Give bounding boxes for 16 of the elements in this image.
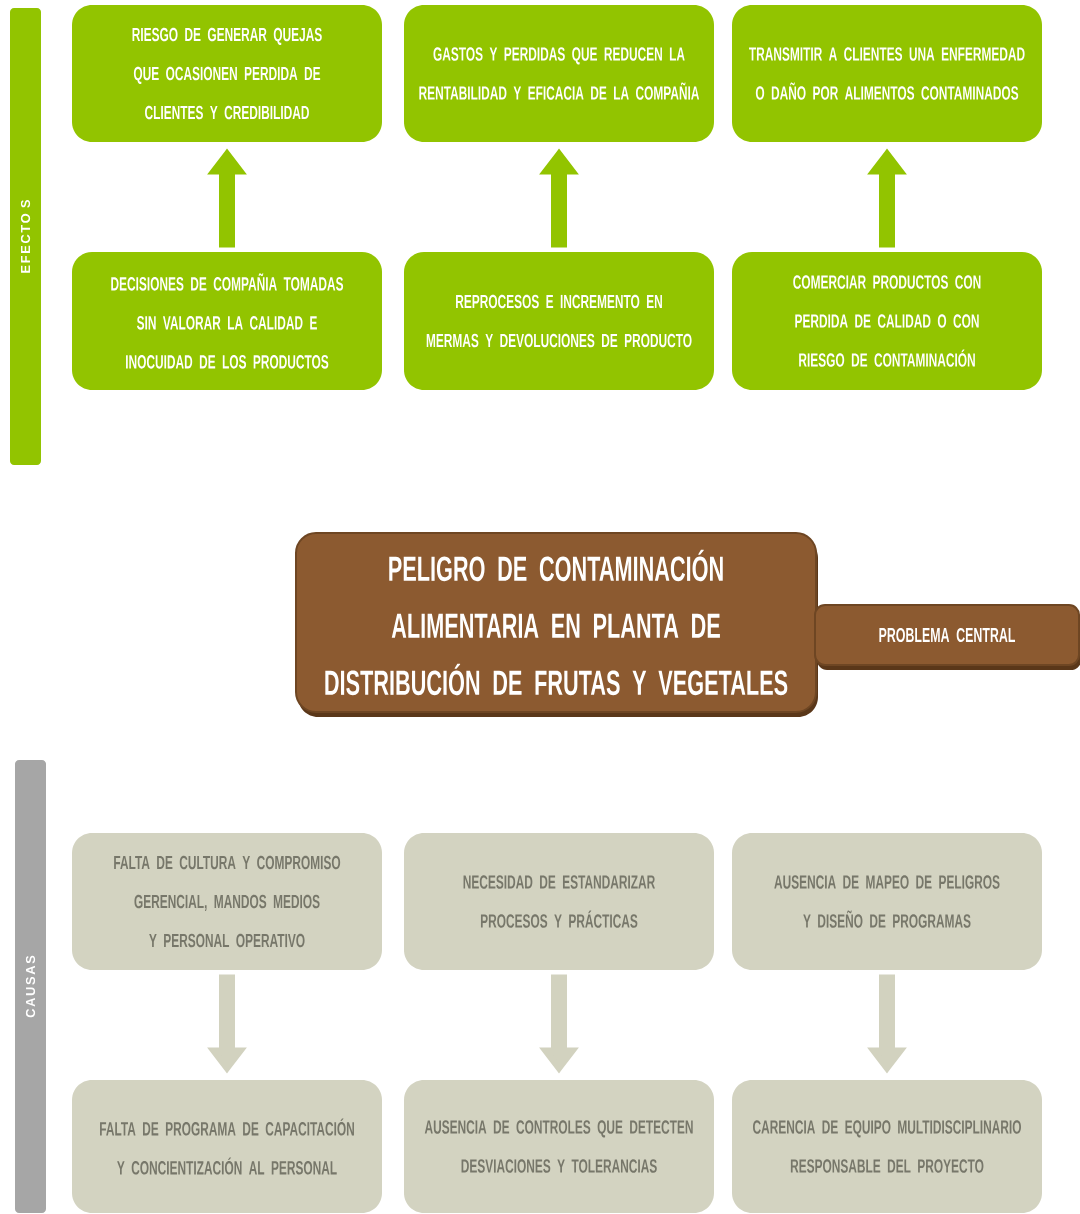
cause-box: NECESIDAD DE ESTANDARIZAR PROCESOS Y PRÁCTICAS xyxy=(404,833,714,970)
section-bar: CAUSAS xyxy=(15,760,46,1213)
effect-box: DECISIONES DE COMPAÑIA TOMADAS SIN VALORAR LA CALIDAD E INOCUIDAD DE LOS PRODUCTOS xyxy=(72,252,382,390)
problem-tag-box: PROBLEMA CENTRAL xyxy=(814,604,1080,670)
effect-box: GASTOS Y PERDIDAS QUE REDUCEN LA RENTABILIDAD Y EFICACIA DE LA COMPAÑIA xyxy=(404,5,714,142)
cause-box: AUSENCIA DE CONTROLES QUE DETECTEN DESVIACIONES Y TOLERANCIAS xyxy=(404,1080,714,1213)
effect-box: REPROCESOS E INCREMENTO EN MERMAS Y DEVOLUCIONES DE PRODUCTO xyxy=(404,252,714,390)
cause-box: FALTA DE PROGRAMA DE CAPACITACIÓN Y CONCIENTIZACIÓN AL PERSONAL xyxy=(72,1080,382,1213)
cause-box: AUSENCIA DE MAPEO DE PELIGROS Y DISEÑO DE PROGRAMAS xyxy=(732,833,1042,970)
effect-box: TRANSMITIR A CLIENTES UNA ENFERMEDAD O DAÑO POR ALIMENTOS CONTAMINADOS xyxy=(732,5,1042,142)
section-bar: EFECTO S xyxy=(10,8,41,465)
cause-box: FALTA DE CULTURA Y COMPROMISO GERENCIAL, MANDOS MEDIOS Y PERSONAL OPERATIVO xyxy=(72,833,382,970)
cause-box: CARENCIA DE EQUIPO MULTIDISCIPLINARIO RESPONSABLE DEL PROYECTO xyxy=(732,1080,1042,1213)
central-problem-box: PELIGRO DE CONTAMINACIÓN ALIMENTARIA EN PLANTA DE DISTRIBUCIÓN DE FRUTAS Y VEGETALES xyxy=(295,532,818,717)
effect-box: RIESGO DE GENERAR QUEJAS QUE OCASIONEN PERDIDA DE CLIENTES Y CREDIBILIDAD xyxy=(72,5,382,142)
effect-box: COMERCIAR PRODUCTOS CON PERDIDA DE CALIDAD O CON RIESGO DE CONTAMINACIÓN xyxy=(732,252,1042,390)
